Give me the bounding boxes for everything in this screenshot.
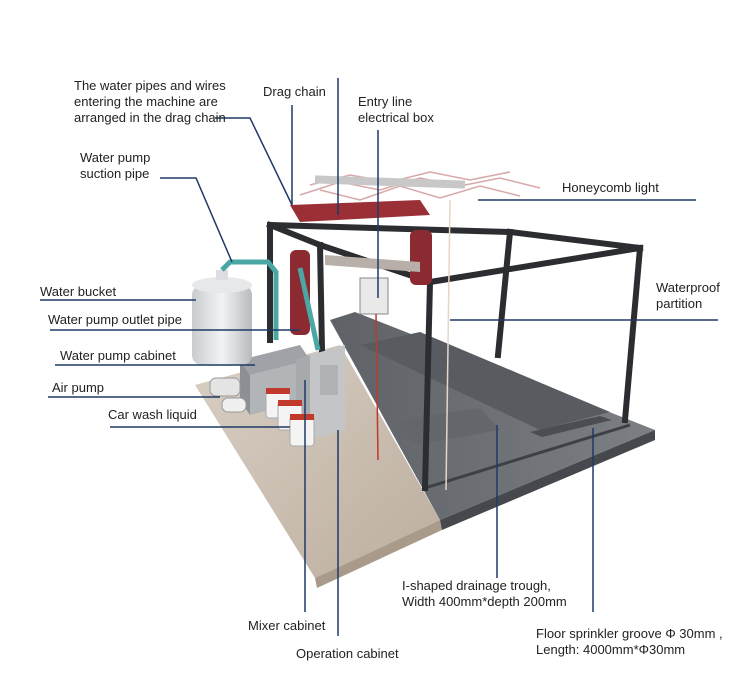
label-operation-cabinet: Operation cabinet bbox=[296, 646, 399, 661]
water-bucket bbox=[192, 270, 252, 365]
label-drainage-trough: I-shaped drainage trough, Width 400mm*de… bbox=[402, 578, 567, 609]
waterproof-partition bbox=[445, 199, 451, 491]
label-waterproof-partition: Waterproof partition bbox=[656, 280, 720, 311]
label-water-pump-cabinet: Water pump cabinet bbox=[60, 348, 176, 363]
electrical-cable bbox=[375, 313, 379, 461]
wash-gantry bbox=[290, 200, 432, 335]
label-pipes-in-drag-chain: The water pipes and wires entering the m… bbox=[74, 78, 226, 125]
label-sprinkler-groove: Floor sprinkler groove Φ 30mm , Length: … bbox=[536, 626, 723, 657]
car-wash-liquid-buckets bbox=[265, 388, 315, 447]
gantry-frame bbox=[266, 221, 644, 492]
label-water-pump-outlet: Water pump outlet pipe bbox=[48, 312, 182, 327]
leader-pipes-in-drag-chain bbox=[215, 117, 293, 206]
air-pump bbox=[209, 377, 247, 413]
label-mixer-cabinet: Mixer cabinet bbox=[248, 618, 326, 633]
label-air-pump: Air pump bbox=[52, 380, 105, 395]
leader-lines bbox=[40, 78, 718, 636]
drag-chain bbox=[314, 175, 466, 189]
electrical-box bbox=[359, 277, 389, 315]
label-water-pump-suction: Water pump suction pipe bbox=[80, 150, 151, 181]
label-entry-line-box: Entry line electrical box bbox=[358, 94, 434, 125]
label-car-wash-liquid: Car wash liquid bbox=[108, 407, 197, 422]
wash-platform bbox=[330, 312, 655, 530]
leader-water-pump-suction bbox=[160, 177, 233, 263]
drainage-trough bbox=[424, 423, 631, 490]
label-honeycomb-light: Honeycomb light bbox=[562, 180, 659, 195]
label-drag-chain: Drag chain bbox=[263, 84, 326, 99]
label-water-bucket: Water bucket bbox=[40, 284, 117, 299]
water-pipes bbox=[220, 259, 321, 351]
